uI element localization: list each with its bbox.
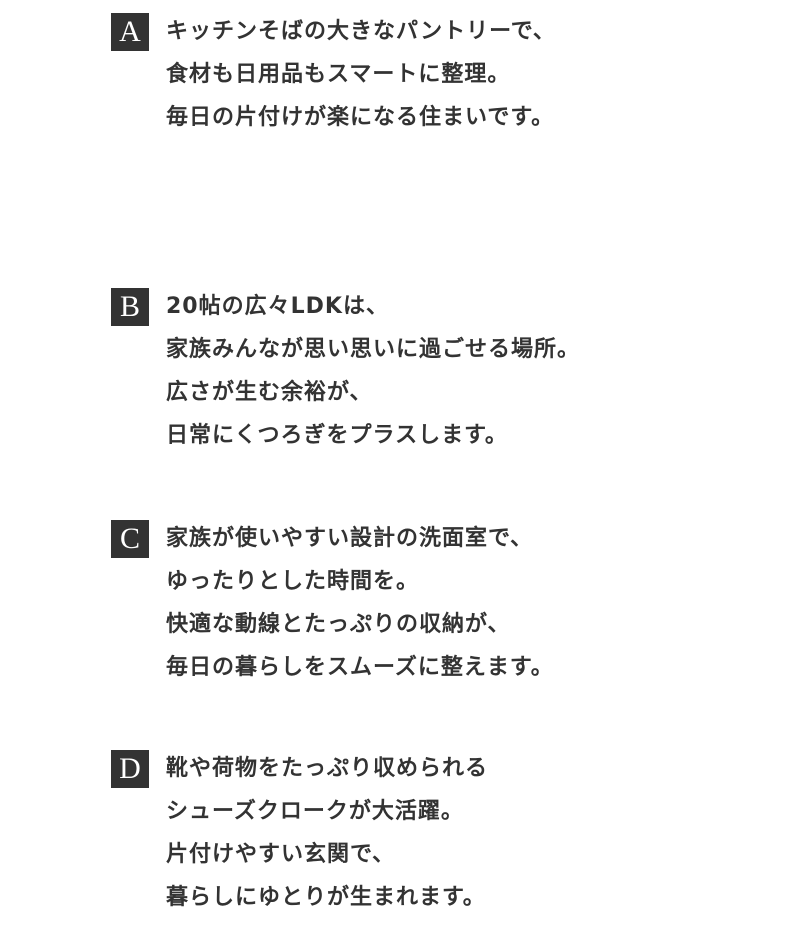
text-line: シューズクロークが大活躍。 <box>166 799 464 824</box>
text-line: 家族が使いやすい設計の洗面室で、 <box>166 526 534 551</box>
text-line: 広さが生む余裕が、 <box>166 380 373 405</box>
section-label-badge: D <box>111 750 149 788</box>
section-label-badge: C <box>111 520 149 558</box>
text-line: 片付けやすい玄関で、 <box>166 842 396 867</box>
text-line: 食材も日用品もスマートに整理。 <box>166 62 511 87</box>
section-text: 靴や荷物をたっぷり収められる シューズクロークが大活躍。 片付けやすい玄関で、 … <box>166 750 488 922</box>
text-line: 日常にくつろぎをプラスします。 <box>166 423 508 448</box>
text-line: ゆったりとした時間を。 <box>166 569 420 594</box>
text-line: 20帖の広々LDKは、 <box>166 294 389 319</box>
section-label-badge: A <box>111 13 149 51</box>
section-text: キッチンそばの大きなパントリーで、 食材も日用品もスマートに整理。 毎日の片付け… <box>166 13 556 142</box>
text-line: 毎日の片付けが楽になる住まいです。 <box>166 105 555 130</box>
section-text: 家族が使いやすい設計の洗面室で、 ゆったりとした時間を。 快適な動線とたっぷりの… <box>166 520 554 692</box>
section-text: 20帖の広々LDKは、 家族みんなが思い思いに過ごせる場所。 広さが生む余裕が、… <box>166 288 580 460</box>
text-line: キッチンそばの大きなパントリーで、 <box>166 19 556 44</box>
section-label-badge: B <box>111 288 149 326</box>
text-line: 暮らしにゆとりが生まれます。 <box>166 885 486 910</box>
text-line: 快適な動線とたっぷりの収納が、 <box>166 612 511 637</box>
text-line: 家族みんなが思い思いに過ごせる場所。 <box>166 337 581 362</box>
text-line: 靴や荷物をたっぷり収められる <box>166 756 489 781</box>
text-line: 毎日の暮らしをスムーズに整えます。 <box>166 655 554 680</box>
